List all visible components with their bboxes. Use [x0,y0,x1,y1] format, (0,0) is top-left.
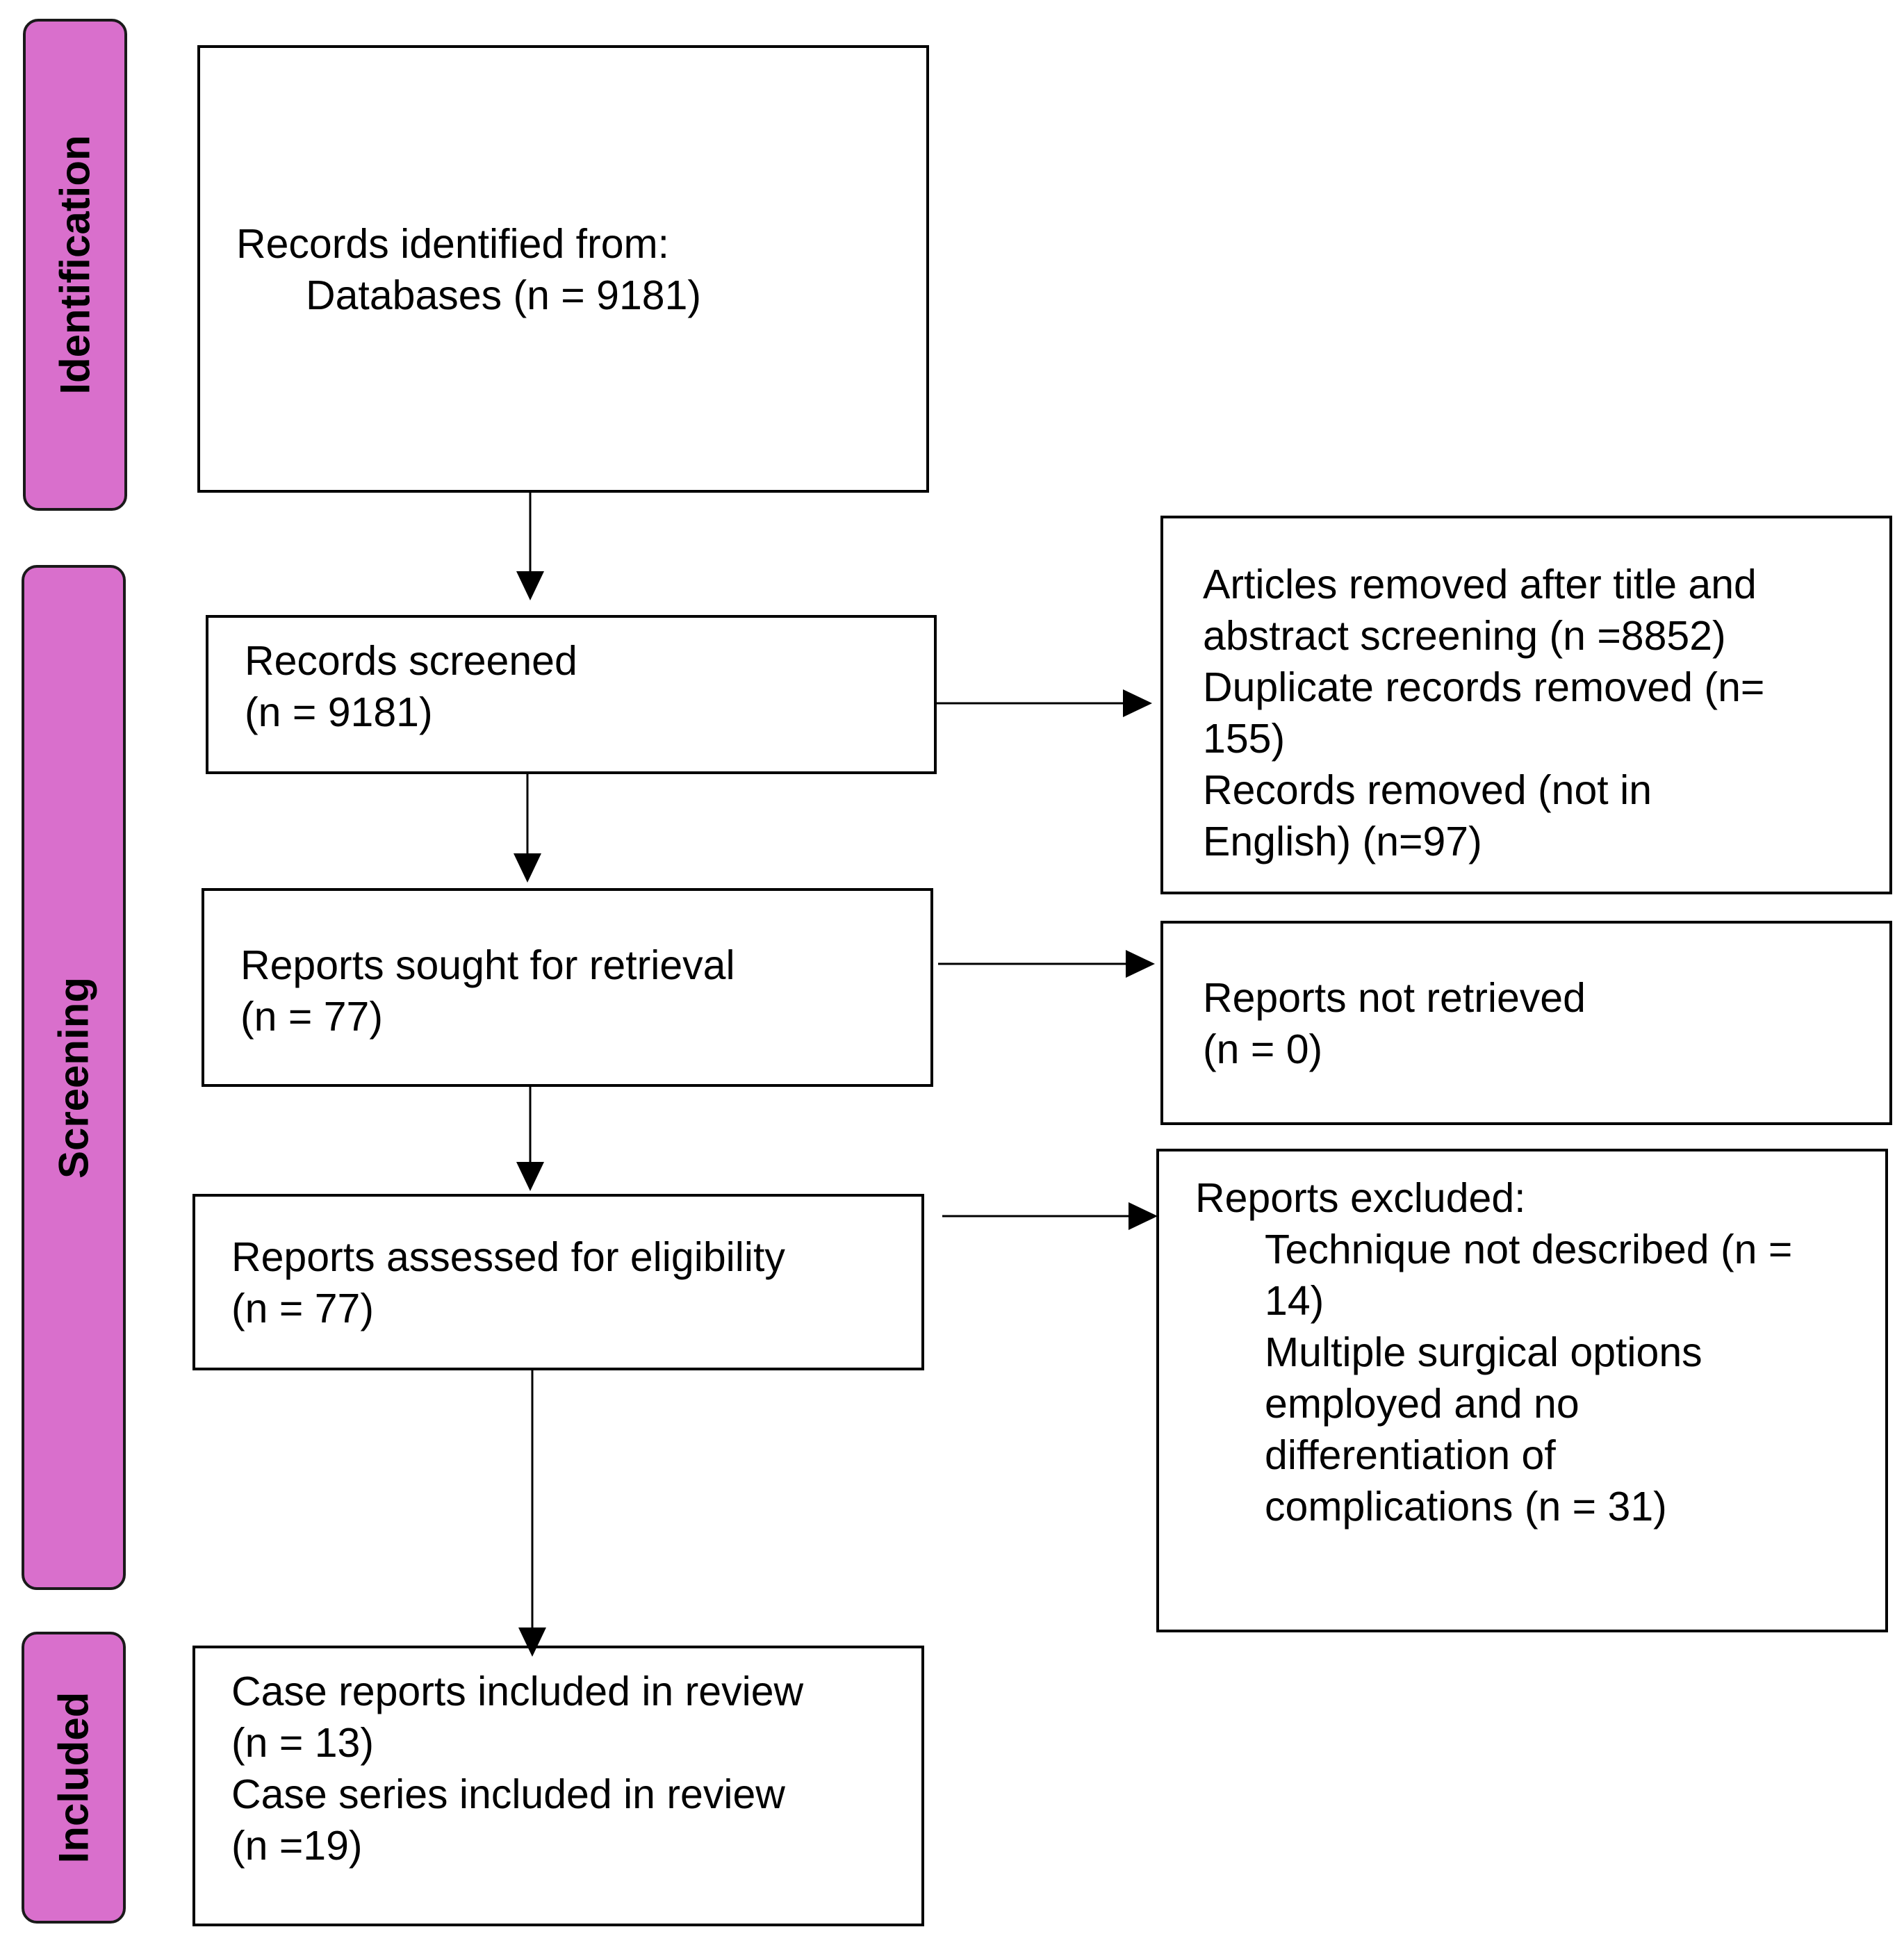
screened-line-2: (n = 9181) [245,689,433,735]
box-included: Case reports included in review (n = 13)… [192,1646,924,1926]
stage-identification: Identification [23,19,127,511]
identified-line-1: Records identified from: [236,221,670,267]
sought-line-1: Reports sought for retrieval [240,942,735,988]
excluded-line-6: complications (n = 31) [1265,1484,1667,1530]
excluded-heading: Reports excluded: [1195,1175,1526,1221]
arrowhead-not-retrieved [1126,950,1155,978]
arrowhead-assessed [516,1162,544,1191]
box-records-screened: Records screened (n = 9181) [206,615,937,774]
assessed-line-2: (n = 77) [231,1286,374,1331]
box-records-identified: Records identified from: Databases (n = … [197,45,929,493]
identified-line-2: Databases (n = 9181) [306,272,702,318]
box-reports-not-retrieved: Reports not retrieved (n = 0) [1160,921,1892,1125]
box-articles-removed: Articles removed after title and abstrac… [1160,516,1892,894]
removed-line-2: abstract screening (n =8852) [1203,613,1726,659]
removed-line-1: Articles removed after title and [1203,561,1757,607]
removed-line-3: Duplicate records removed (n= [1203,664,1765,710]
assessed-line-1: Reports assessed for eligibility [231,1234,785,1280]
removed-line-5: Records removed (not in [1203,767,1652,813]
arrowhead-removed [1123,689,1152,717]
not-retrieved-line-1: Reports not retrieved [1203,975,1586,1021]
removed-line-4: 155) [1203,716,1286,762]
not-retrieved-line-2: (n = 0) [1203,1026,1323,1072]
excluded-line-4: employed and no [1265,1381,1579,1427]
included-line-3: Case series included in review [231,1771,785,1817]
included-line-2: (n = 13) [231,1720,374,1766]
excluded-line-2: 14) [1265,1278,1324,1324]
excluded-line-3: Multiple surgical options [1265,1329,1702,1375]
stage-included: Included [22,1632,126,1924]
box-reports-excluded: Reports excluded: Technique not describe… [1156,1149,1888,1632]
screened-line-1: Records screened [245,638,577,684]
arrowhead-screened [516,571,544,600]
included-line-4: (n =19) [231,1823,363,1869]
sought-line-2: (n = 77) [240,994,383,1040]
arrowhead-included [518,1628,546,1657]
arrowhead-excluded [1129,1202,1158,1230]
box-reports-sought: Reports sought for retrieval (n = 77) [202,888,933,1087]
removed-line-6: English) (n=97) [1203,819,1482,864]
stage-screening: Screening [22,565,126,1590]
included-line-1: Case reports included in review [231,1669,804,1714]
box-reports-assessed: Reports assessed for eligibility (n = 77… [192,1194,924,1370]
arrowhead-sought [514,853,541,883]
excluded-line-1: Technique not described (n = [1265,1227,1793,1272]
excluded-line-5: differentiation of [1265,1432,1556,1478]
